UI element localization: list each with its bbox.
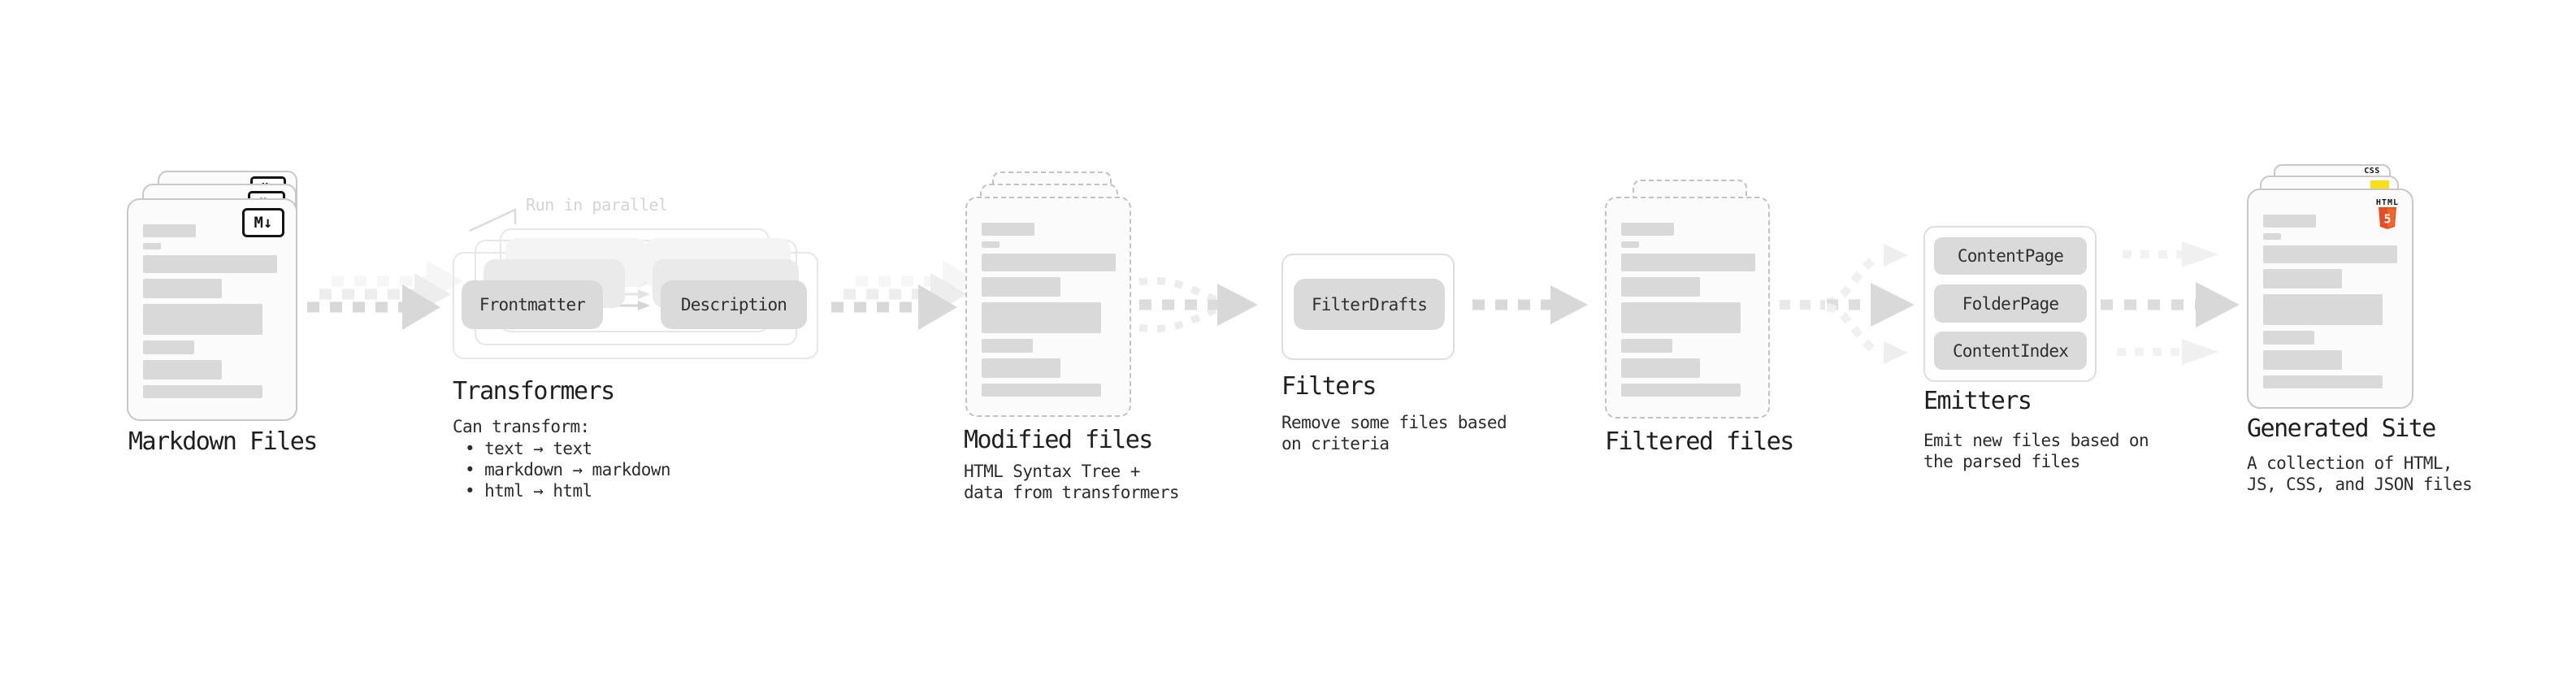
markdown-file-card: M↓ xyxy=(127,198,297,421)
skeleton-bar xyxy=(982,302,1101,333)
arrow-filters-to-filtered xyxy=(1472,285,1588,324)
skeleton-bar xyxy=(982,384,1101,397)
skeleton-bar xyxy=(143,340,194,354)
transformers-bullets: • text → text • markdown → markdown • ht… xyxy=(465,438,671,501)
transformers-title: Transformers xyxy=(453,377,615,406)
skeleton-bar xyxy=(1621,384,1741,397)
skeleton-bar xyxy=(2263,350,2342,370)
desc-line: Emit new files based on xyxy=(1923,431,2149,450)
markdown-files-title: Markdown Files xyxy=(128,427,318,456)
contentpage-pill: ContentPage xyxy=(1934,237,2087,275)
svg-text:5: 5 xyxy=(2383,212,2391,227)
arrow-emitters-to-generated xyxy=(2101,241,2240,365)
filtered-file-card xyxy=(1605,197,1770,419)
description-pill: Description xyxy=(661,280,807,329)
skeleton-bar xyxy=(2263,375,2383,388)
skeleton-bar xyxy=(1621,254,1755,271)
skeleton-bar xyxy=(982,277,1060,297)
skeleton-bar xyxy=(1621,223,1674,236)
desc-line: the parsed files xyxy=(1923,452,2080,471)
filters-title: Filters xyxy=(1281,372,1377,401)
desc-line: data from transformers xyxy=(964,483,1180,502)
skeleton-bar xyxy=(1621,241,1639,248)
file-skeleton-lines xyxy=(982,223,1116,402)
skeleton-bar xyxy=(2263,331,2314,345)
modified-file-card xyxy=(965,197,1131,417)
frontmatter-pill: Frontmatter xyxy=(462,280,603,329)
skeleton-bar xyxy=(982,254,1116,271)
skeleton-bar xyxy=(143,385,262,398)
css-label: CSS xyxy=(2364,167,2380,176)
skeleton-bar xyxy=(982,358,1060,378)
skeleton-bar xyxy=(143,243,161,249)
skeleton-bar xyxy=(143,255,277,273)
file-skeleton-lines xyxy=(1621,223,1755,402)
desc-line: on criteria xyxy=(1281,434,1390,453)
file-skeleton-lines xyxy=(143,224,277,404)
file-skeleton-lines xyxy=(2263,215,2397,394)
arrow-filtered-to-emitters xyxy=(1780,244,1915,364)
bullet-item: • html → html xyxy=(465,481,592,501)
modified-files-title: Modified files xyxy=(964,426,1153,454)
desc-line: Remove some files based xyxy=(1281,413,1507,432)
transformers-desc-title: Can transform: xyxy=(453,417,590,436)
skeleton-bar xyxy=(143,360,222,380)
skeleton-bar xyxy=(2263,233,2281,240)
arrow-transformers-to-modified xyxy=(831,260,979,330)
bullet-item: • markdown → markdown xyxy=(465,460,671,479)
html-file-card: HTML 5 xyxy=(2247,189,2413,409)
bullet-item: • text → text xyxy=(465,439,592,458)
js-icon xyxy=(2370,180,2389,189)
emitters-desc: Emit new files based on the parsed files xyxy=(1923,430,2149,472)
desc-line: JS, CSS, and JSON files xyxy=(2247,475,2473,494)
skeleton-bar xyxy=(1621,339,1672,353)
generated-site-title: Generated Site xyxy=(2247,414,2436,443)
skeleton-bar xyxy=(982,241,1000,248)
markdown-icon: M↓ xyxy=(242,208,284,237)
modified-files-desc: HTML Syntax Tree + data from transformer… xyxy=(964,461,1180,503)
skeleton-bar xyxy=(143,279,222,298)
skeleton-bar xyxy=(982,339,1033,353)
arrow-markdown-to-transformers xyxy=(307,260,463,330)
filters-desc: Remove some files based on criteria xyxy=(1281,412,1507,454)
skeleton-bar xyxy=(143,224,196,237)
run-in-parallel-leader-line xyxy=(469,208,517,232)
skeleton-bar xyxy=(1621,302,1741,333)
desc-line: A collection of HTML, xyxy=(2247,453,2453,473)
run-in-parallel-annotation: Run in parallel xyxy=(526,195,668,215)
desc-line: HTML Syntax Tree + xyxy=(964,462,1140,481)
generated-site-desc: A collection of HTML, JS, CSS, and JSON … xyxy=(2247,453,2473,495)
skeleton-bar xyxy=(2263,215,2316,228)
skeleton-bar xyxy=(2263,245,2397,263)
html5-shield: 5 xyxy=(2378,207,2396,229)
folderpage-pill: FolderPage xyxy=(1934,284,2087,323)
filtered-files-title: Filtered files xyxy=(1605,427,1794,456)
filterdrafts-pill: FilterDrafts xyxy=(1294,279,1445,330)
skeleton-bar xyxy=(143,304,262,335)
contentindex-pill: ContentIndex xyxy=(1934,332,2087,370)
skeleton-bar xyxy=(2263,294,2383,325)
skeleton-bar xyxy=(1621,277,1700,297)
skeleton-bar xyxy=(2263,269,2342,288)
html5-icon: HTML 5 xyxy=(2376,198,2399,229)
html5-label: HTML xyxy=(2375,198,2399,207)
emitters-title: Emitters xyxy=(1923,387,2032,415)
skeleton-bar xyxy=(982,223,1034,236)
skeleton-bar xyxy=(1621,358,1700,378)
arrow-modified-to-filters xyxy=(1138,276,1258,333)
